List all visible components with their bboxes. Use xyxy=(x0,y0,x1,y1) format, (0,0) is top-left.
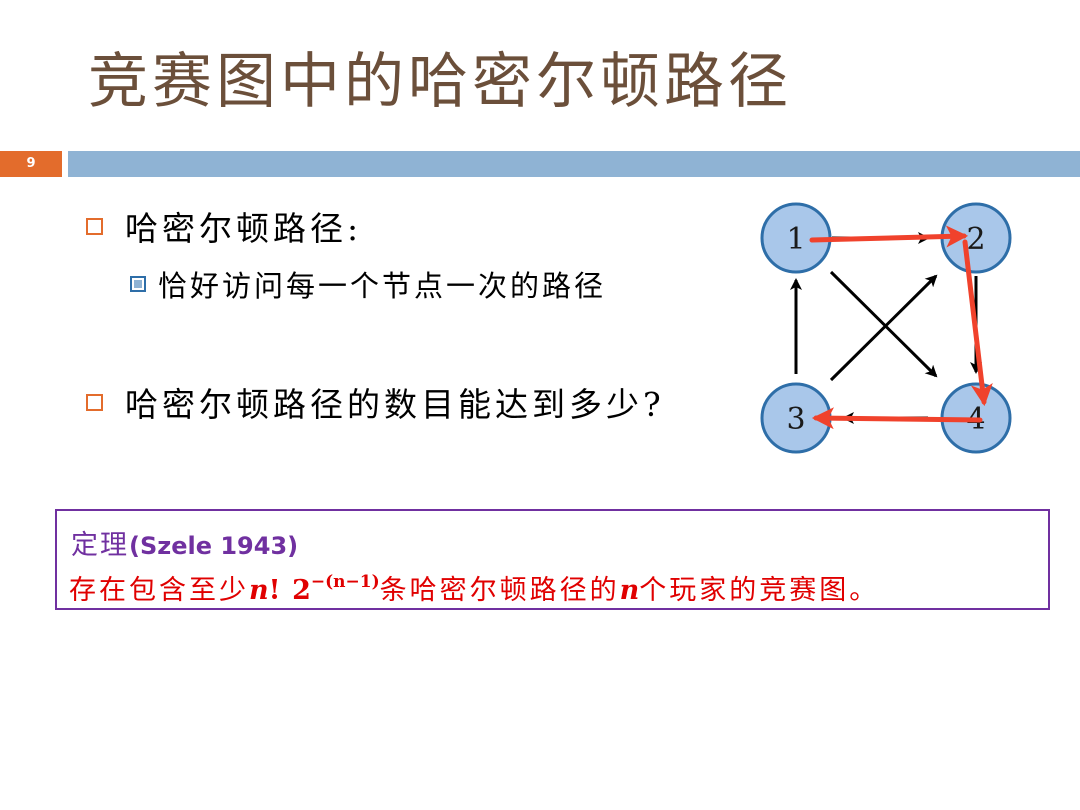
bullet-1: 哈密尔顿路径: xyxy=(86,202,362,250)
bullet-1-sub-square-icon xyxy=(130,276,146,292)
bullet-2-square-icon xyxy=(86,393,103,411)
title-divider-bar xyxy=(68,151,1080,177)
theorem-math-n2: n xyxy=(619,575,640,606)
bullet-2-text: 哈密尔顿路径的数目能达到多少? xyxy=(125,385,665,424)
node-2-label: 2 xyxy=(966,222,985,257)
edge-3-to-2 xyxy=(829,274,938,382)
theorem-body-suffix: 个玩家的竞赛图。 xyxy=(639,575,880,606)
bullet-1-sub: 恰好访问每一个节点一次的路径 xyxy=(130,263,606,305)
node-1-label: 1 xyxy=(786,222,805,257)
theorem-math-factorial: ! xyxy=(268,575,281,606)
theorem-label: 定理 xyxy=(71,530,129,561)
theorem-citation: (Szele 1943) xyxy=(129,532,299,560)
path-edge-2-to-4 xyxy=(962,239,993,407)
theorem-math-exponent: −(n−1) xyxy=(310,572,380,592)
theorem-heading: 定理(Szele 1943) xyxy=(71,523,298,562)
bullet-1-sub-text: 恰好访问每一个节点一次的路径 xyxy=(158,269,607,303)
tournament-graph: 1 2 3 4 xyxy=(760,202,1012,454)
theorem-body-middle: 条哈密尔顿路径的 xyxy=(379,575,620,606)
theorem-box: 定理(Szele 1943) 存在包含至少n! 2−(n−1)条哈密尔顿路径的n… xyxy=(55,509,1050,610)
bullet-1-text: 哈密尔顿路径: xyxy=(125,209,363,248)
theorem-math-two: 2 xyxy=(292,575,311,606)
path-edge-1-to-2 xyxy=(809,225,969,248)
bullet-1-square-icon xyxy=(86,217,103,235)
page-number-badge: 9 xyxy=(0,151,62,177)
edge-1-to-4 xyxy=(829,270,938,378)
theorem-statement: 存在包含至少n! 2−(n−1)条哈密尔顿路径的n个玩家的竞赛图。 xyxy=(69,565,879,608)
theorem-body-prefix: 存在包含至少 xyxy=(69,575,249,606)
theorem-math-n: n xyxy=(249,575,269,606)
slide-title: 竞赛图中的哈密尔顿路径 xyxy=(88,47,792,117)
node-2: 2 xyxy=(940,202,1012,274)
bullet-2: 哈密尔顿路径的数目能达到多少? xyxy=(86,378,665,426)
path-edge-4-to-3 xyxy=(811,407,983,430)
node-3-label: 3 xyxy=(786,402,805,437)
